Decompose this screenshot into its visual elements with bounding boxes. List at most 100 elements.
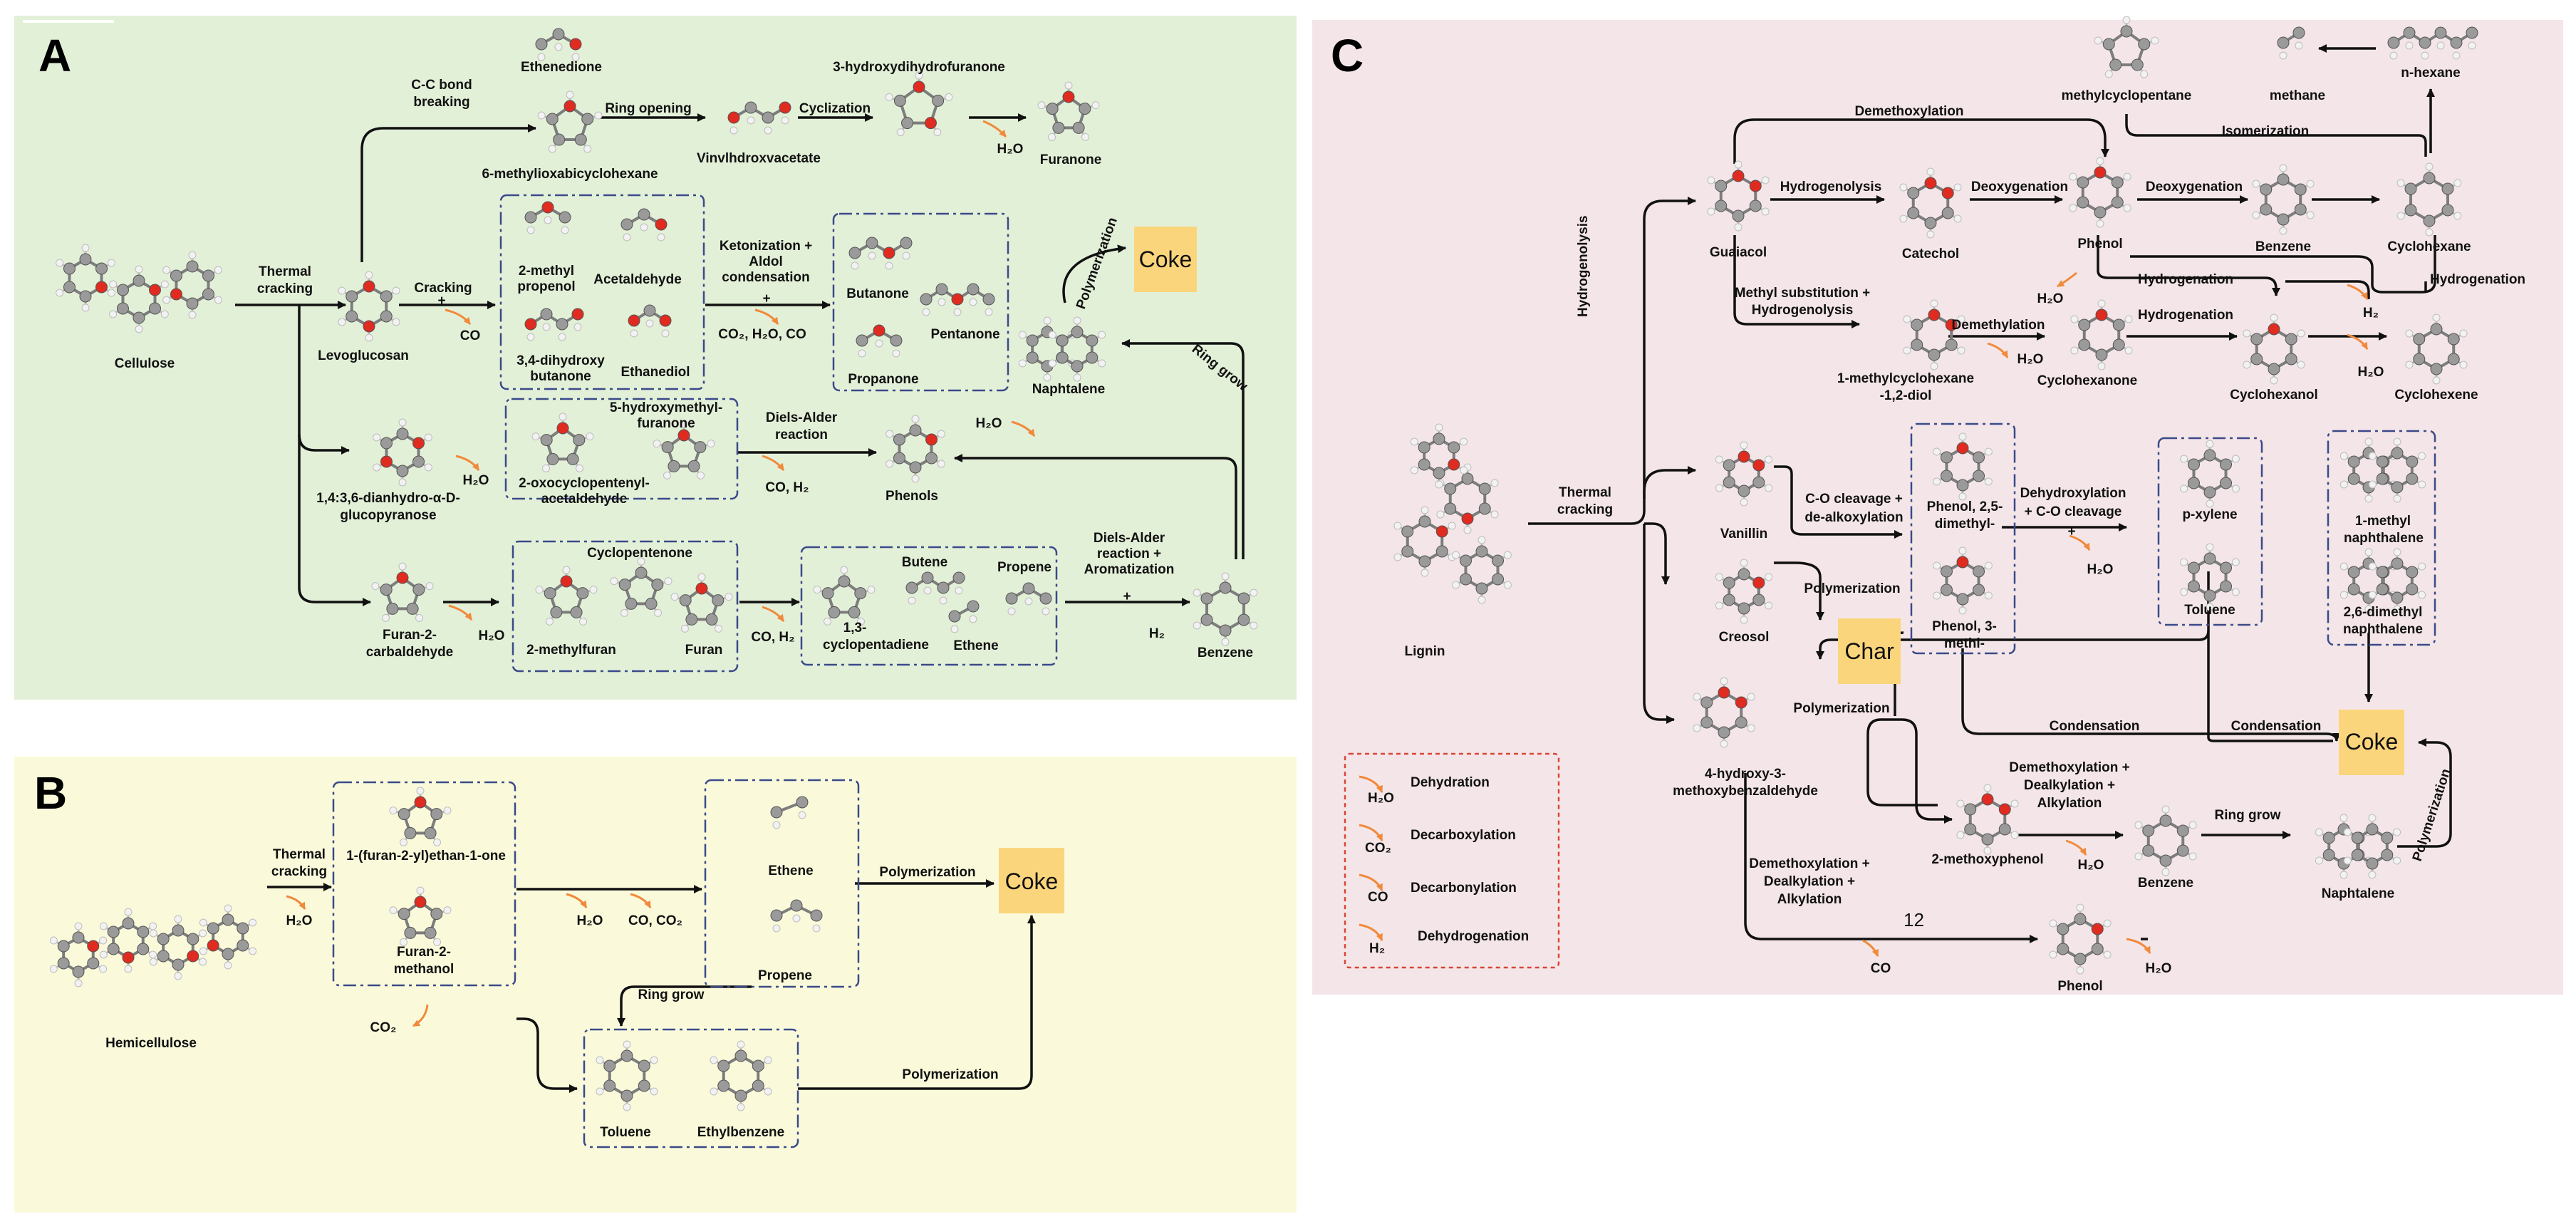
phenol2-co: CO (1871, 961, 1891, 976)
hexane-label: n-hexane (2401, 66, 2460, 81)
methylcyclopentane-label: methylcyclopentane (2062, 88, 2192, 103)
vinylhydroxyacetate-label: Vinvlhdroxvacetate (697, 151, 821, 166)
phenol-label-c: Phenol (2077, 237, 2122, 251)
cyclohexanone-label: Cyclohexanone (2037, 373, 2137, 388)
legend-item-decarboxylation: CO₂ Decarboxylation (1359, 824, 1516, 856)
legend-species-co2: CO₂ (1365, 841, 1391, 856)
furanone-h2o: H₂O (997, 142, 1024, 157)
ketonization-plus: + (762, 291, 770, 306)
panel-c-coke-box (2339, 710, 2404, 775)
co-cleavage-label: C-O cleavage + de-alkoxylation (1804, 492, 1904, 525)
legend-label-dehydration: Dehydration (1411, 775, 1490, 790)
legend-species-co: CO (1368, 890, 1388, 905)
demethoxylation-label-top: Demethoxylation (1854, 104, 1963, 119)
panel-b-group-boxes (332, 779, 860, 1148)
benzene2-label: Benzene (2138, 876, 2193, 891)
deoxygenation-label-2: Deoxygenation (2146, 180, 2243, 195)
hydroxymethylfuranone-label: 5-hydroxymethyl-furanone (609, 400, 723, 431)
panel-b-coke-label: Coke (1005, 868, 1059, 894)
dehydroxylation-label: Dehydroxylation + C-O cleavage (2020, 486, 2126, 519)
demeth-dealk-alk-label: Demethoxylation + Dealkylation + Alkylat… (2009, 760, 2130, 811)
legend-label-dehydrogenation: Dehydrogenation (1418, 929, 1529, 944)
methyl-sub-label: Methyl substitution + Hydrogenolysis (1734, 286, 1871, 318)
stray-mark: 12 (1904, 909, 1924, 930)
cyclohexene-h2: H₂ (2363, 306, 2379, 321)
furanmethanol-co2: CO₂ (370, 1020, 397, 1035)
hydroxymethoxybenzaldehyde-label: 4-hydroxy-3-methoxybenzaldehyde (1673, 767, 1818, 799)
dehydroxylation-h2o: H₂O (2087, 562, 2114, 577)
ketonization-label: Ketonization + Aldol condensation (719, 239, 813, 285)
deoxygenation-label-1: Deoxygenation (1971, 180, 2068, 195)
furanmethanol-label: Furan-2-methanol (393, 945, 455, 977)
benzene-label-c: Benzene (2255, 239, 2311, 254)
panel-a-group-boxes (499, 194, 1058, 673)
panel-c-background (1312, 20, 2563, 995)
thermal-cracking-label-c: Thermal cracking (1557, 485, 1614, 517)
furan-label: Furan (685, 643, 723, 658)
furans-co-h2: CO, H₂ (751, 630, 794, 645)
methylphenol-label: Phenol, 3-methl- (1932, 619, 1997, 651)
ethene-label-a: Ethene (953, 638, 998, 653)
char-label: Char (1844, 638, 1894, 664)
panel-b-release-arrows (286, 893, 652, 1027)
panel-b-coke-box (999, 848, 1064, 913)
methylnaphthalene-label: 1-methyl naphthalene (2344, 514, 2424, 546)
panel-b-background (14, 757, 1297, 1213)
ketonization-byproducts: CO₂, H₂O, CO (718, 327, 806, 342)
legend-item-dehydrogenation: H₂ Dehydrogenation (1359, 923, 1529, 956)
panel-a-arrows (235, 113, 1245, 606)
panel-b-step-labels: Thermal cracking H₂O H₂O CO, CO₂ CO₂ Pol… (271, 847, 999, 1082)
hydrogenation-label-1: Hydrogenation (2138, 272, 2233, 287)
hydrogenation-label-right: Hydrogenation (2430, 272, 2525, 287)
ethenedione-label: Ethenedione (521, 60, 602, 75)
cyclohexanol-label: Cyclohexanol (2230, 388, 2318, 403)
cyclopentenone-label: Cyclopentenone (587, 546, 692, 561)
furancarbaldehyde-h2o: H₂O (479, 628, 505, 643)
cracking-label: Cracking (414, 281, 472, 296)
panel-c-step-labels: Demethoxylation Isomerization Hydrogenol… (1557, 104, 2525, 976)
panel-c-letter: C (1331, 30, 1364, 81)
ethanediol-label: Ethanediol (620, 365, 690, 380)
toluene-label-c: Toluene (2184, 603, 2235, 618)
diels-alder-arom-label: Diels-Alder reaction + Aromatization (1084, 531, 1175, 577)
cyclohexane-label: Cyclohexane (2387, 239, 2471, 254)
hydrogenation-label-2: Hydrogenation (2138, 308, 2233, 323)
methyloxabicyclohexane-label: 6-methylioxabicyclohexane (482, 167, 658, 182)
cc-breaking-label: C-C bond breaking (411, 78, 472, 110)
methoxyphenol-label: 2-methoxyphenol (1931, 852, 2043, 867)
cyclization-label: Cyclization (799, 101, 871, 116)
acetaldehyde-label: Acetaldehyde (593, 272, 682, 287)
cellulose-label: Cellulose (115, 356, 175, 371)
phenols-h2o: H₂O (976, 416, 1002, 431)
diels-alder-label: Diels-Alder reaction (765, 410, 838, 442)
methoxyphenol-h2o: H₂O (2078, 858, 2104, 873)
furans-co-co2: CO, CO₂ (628, 913, 682, 928)
phenol-h2o-c: H₂O (2037, 291, 2064, 306)
propene-label-b: Propene (758, 968, 812, 983)
phenol2-label: Phenol (2057, 979, 2102, 994)
phenol2-h2o: H₂O (2146, 961, 2172, 976)
demeth-dealk-alk-label-lower: Demethoxylation + Dealkylation + Alkylat… (1749, 856, 1870, 907)
hydrogenolysis-label-row: Hydrogenolysis (1780, 180, 1882, 195)
dianhydro-h2o: H₂O (463, 473, 489, 488)
cyclohexanol-h2o: H₂O (2358, 365, 2384, 380)
dimethylphenol-label: Phenol, 2,5-dimethyl- (1926, 499, 2003, 531)
char-box (1838, 618, 1901, 684)
hydroxydihydrofuranone-label: 3-hydroxydihydrofuranone (833, 60, 1005, 75)
dimethylnaphthalene-label: 2,6-dimethyl naphthalene (2343, 605, 2423, 637)
vanillin-label: Vanillin (1720, 527, 1768, 541)
lignin-label: Lignin (1405, 644, 1445, 659)
levoglucosan-label: Levoglucosan (318, 348, 409, 363)
hemicellulose-label: Hemicellulose (105, 1036, 197, 1051)
panel-c-release-arrows (1862, 271, 2369, 957)
panel-a-molecules (56, 28, 1258, 646)
condensation-label-1: Condensation (2050, 719, 2140, 734)
phenols-label: Phenols (886, 489, 938, 504)
diels-alder-arom-plus: + (1123, 589, 1131, 604)
creosol-label: Creosol (1719, 630, 1770, 645)
furancarbaldehyde-label: Furan-2-carbaldehyde (365, 628, 454, 660)
hydrogenolysis-label-vertical: Hydrogenolysis (1576, 215, 1591, 317)
cyclopentadiene-label: 1,3-cyclopentadiene (823, 621, 929, 653)
dihydroxybutanone-label: 3,4-dihydroxy butanone (516, 353, 605, 384)
